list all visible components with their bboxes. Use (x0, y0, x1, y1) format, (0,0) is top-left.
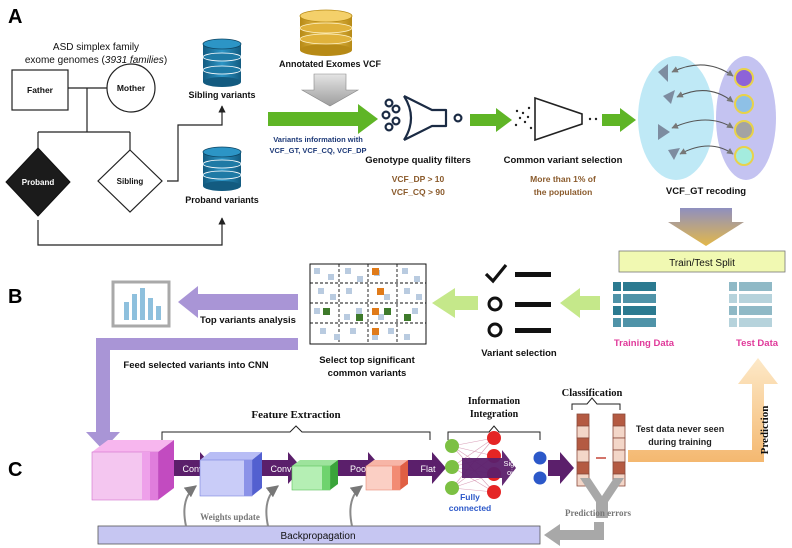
weights-update-arrows (183, 485, 363, 527)
information-integration-line1: Information (468, 396, 521, 407)
dp-filter-rule: VCF_DP > 10 (392, 174, 445, 184)
information-integration-line2: Integration (470, 409, 519, 420)
sigmoid-line1: Sigm (503, 459, 520, 468)
funnel-icon (381, 95, 463, 141)
sibling-symbol (97, 149, 163, 213)
variants-info-line1: Variants information with (273, 135, 363, 144)
mother-label: Mother (117, 83, 146, 93)
variant-grid (309, 263, 427, 345)
sibling-label: Sibling (117, 177, 144, 186)
weights-update-label: Weights update (200, 512, 260, 522)
annotated-vcf-label: Annotated Exomes VCF (279, 59, 382, 69)
backpropagation-bar (97, 525, 541, 545)
test-note-line1: Test data never seen (636, 424, 724, 434)
select-top-line1: Select top significant (319, 355, 415, 366)
recoding-down-arrow (668, 208, 744, 246)
pedigree-title-line2-prefix: exome genomes ( (25, 55, 106, 66)
green-arrow-to-filters (268, 104, 378, 134)
fully-connected-line2: connected (449, 503, 492, 513)
input-feature-block (91, 440, 174, 501)
mother-symbol (106, 63, 156, 113)
variants-info-line2: VCF_GT, VCF_CQ, VCF_DP (269, 146, 366, 155)
common-variant-selector-icon (514, 96, 598, 142)
select-top-line2: common variants (328, 368, 407, 379)
pool-feature-block (365, 460, 408, 491)
classification-label: Classification (562, 388, 623, 399)
classification-arrow (548, 452, 574, 484)
conv2-label: Conv (270, 464, 292, 474)
panel-label-a: A (8, 6, 22, 28)
sibling-database-icon (202, 38, 242, 87)
cq-filter-rule: VCF_CQ > 90 (391, 187, 445, 197)
pedigree-title-line2-suffix: ) (164, 55, 167, 66)
feature-extraction-brace (161, 425, 431, 440)
prediction-arrow (628, 358, 778, 462)
conv1-feature-block (199, 452, 262, 497)
flat-label: Flat (420, 464, 436, 474)
fully-connected-line1: Fully (460, 492, 480, 502)
recoding-label: VCF_GT recoding (666, 186, 746, 197)
recoding-diagram (638, 56, 776, 180)
panel-label-c: C (8, 459, 22, 481)
test-data-icon (729, 282, 772, 327)
arrow-to-top-variants (432, 288, 478, 318)
training-data-icon (613, 282, 656, 327)
classification-brace (571, 397, 621, 410)
top-variants-analysis-label: Top variants analysis (200, 315, 296, 326)
panel-label-b: B (8, 286, 22, 308)
prediction-errors-label: Prediction errors (565, 508, 631, 518)
prediction-column (576, 413, 590, 487)
train-test-split-bar (618, 250, 786, 273)
common-selection-line2: the population (534, 187, 593, 197)
arrow-to-analysis (178, 286, 298, 318)
genotype-filters-title: Genotype quality filters (365, 155, 471, 166)
father-label: Father (27, 85, 54, 95)
feed-cnn-arrow (86, 338, 298, 450)
pool-label: Pool (350, 464, 368, 474)
variant-selection-label: Variant selection (481, 348, 557, 359)
sigmoid-line2: oid (507, 468, 517, 477)
test-data-label: Test Data (736, 338, 779, 349)
vcf-down-arrow (300, 73, 360, 107)
proband-variants-label: Proband variants (185, 195, 259, 205)
information-integration-brace (447, 425, 541, 440)
sigmoid-arrow (462, 450, 516, 486)
annotated-vcf-database-icon (299, 9, 353, 56)
arrow-to-variant-selection (560, 288, 600, 318)
test-note-line2: during training (648, 437, 712, 447)
proband-label: Proband (22, 178, 55, 187)
sibling-variants-label: Sibling variants (188, 90, 255, 100)
bar-chart-icon (111, 280, 171, 328)
error-connector (580, 478, 624, 518)
feed-cnn-label: Feed selected variants into CNN (123, 360, 268, 371)
conv1-label: Conv (182, 464, 204, 474)
flat-arrow (408, 452, 446, 484)
error-return-arrow (544, 522, 604, 546)
proband-symbol (5, 147, 71, 217)
common-selection-line1: More than 1% of (530, 174, 596, 184)
pedigree-title-line2: exome genomes (3931 families) (25, 55, 167, 66)
feature-extraction-label: Feature Extraction (251, 409, 340, 421)
backpropagation-label: Backpropagation (280, 531, 355, 542)
common-selection-title: Common variant selection (504, 155, 623, 166)
green-arrow-to-common (470, 108, 512, 132)
pedigree-title-line2-italic: 3931 families (105, 55, 164, 66)
conv2-feature-block (291, 460, 338, 491)
prediction-label: Prediction (759, 406, 771, 455)
father-symbol (11, 69, 69, 111)
pedigree-lines (37, 87, 226, 246)
green-arrow-to-recoding (602, 108, 636, 132)
pedigree-title-line1: ASD simplex family (53, 42, 139, 53)
truth-column (612, 413, 626, 487)
proband-database-icon (202, 146, 242, 191)
training-data-label: Training Data (614, 338, 675, 349)
train-test-split-label: Train/Test Split (669, 258, 735, 269)
checklist-icon (484, 263, 551, 338)
